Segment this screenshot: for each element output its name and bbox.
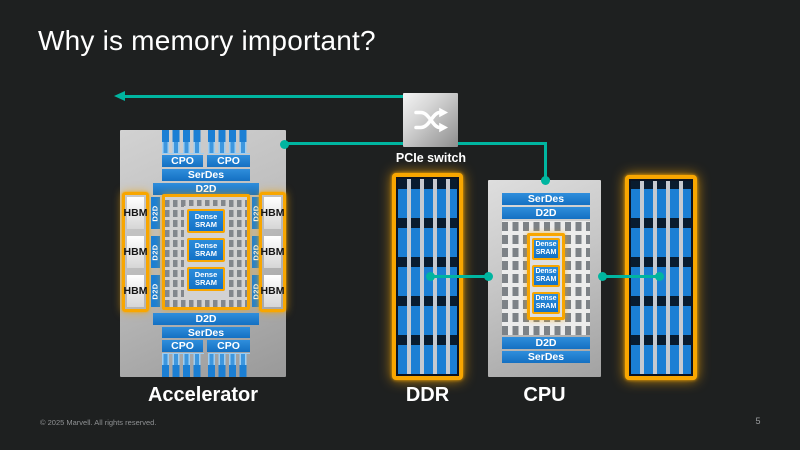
link-dot (655, 272, 664, 281)
optical-fibers-bottom-right (208, 353, 250, 377)
dense-sram-block: Dense SRAM (187, 267, 225, 291)
d2d-strip: D2D (151, 197, 160, 229)
link-dot (426, 272, 435, 281)
d2d-strip: D2D (252, 236, 261, 268)
shuffle-icon (413, 107, 448, 133)
dense-sram-block: Dense SRAM (532, 238, 560, 260)
pcie-switch-label: PCIe switch (395, 151, 467, 165)
link-ddr-cpu (430, 275, 489, 278)
dense-sram-block: Dense SRAM (532, 265, 560, 287)
cpo-block: CPO (207, 155, 250, 167)
arrow-left-icon (114, 91, 125, 101)
dense-sram-block: Dense SRAM (187, 209, 225, 233)
dense-sram-block: Dense SRAM (532, 292, 560, 314)
fiber-connectors (162, 142, 204, 154)
link-dot (484, 272, 493, 281)
optical-fibers-top-left (162, 130, 204, 154)
link-switch-cpu (544, 142, 547, 181)
ddr-label: DDR (405, 384, 450, 406)
hbm-chip: HBM (261, 275, 284, 307)
cpo-block: CPO (162, 340, 203, 352)
serdes-block: SerDes (502, 351, 590, 363)
d2d-block: D2D (153, 313, 259, 325)
link-cpu-ddr (601, 275, 660, 278)
serdes-block: SerDes (162, 327, 250, 339)
cpo-block: CPO (162, 155, 203, 167)
serdes-block: SerDes (162, 169, 250, 181)
link-switch-out (124, 94, 403, 98)
cpu-label: CPU (523, 384, 566, 406)
optical-fibers-bottom-left (162, 353, 204, 377)
d2d-block: D2D (153, 183, 259, 195)
link-dot (598, 272, 607, 281)
link-dot (541, 176, 550, 185)
page-number: 5 (755, 416, 761, 426)
fiber-connectors (208, 353, 250, 365)
fiber-connectors (208, 142, 250, 154)
accelerator-label: Accelerator (147, 384, 259, 406)
link-dot (279, 139, 289, 149)
hbm-chip: HBM (124, 197, 147, 229)
hbm-chip: HBM (261, 236, 284, 268)
d2d-strip: D2D (252, 275, 261, 307)
d2d-strip: D2D (151, 236, 160, 268)
serdes-block: SerDes (502, 193, 590, 205)
copyright-text: © 2025 Marvell. All rights reserved. (40, 418, 157, 427)
optical-fibers-top-right (208, 130, 250, 154)
hbm-chip: HBM (124, 275, 147, 307)
hbm-stack-right: HBM HBM HBM (259, 192, 286, 312)
pcie-switch-box (403, 93, 458, 147)
fiber-connectors (162, 353, 204, 365)
dense-sram-block: Dense SRAM (187, 238, 225, 262)
d2d-block: D2D (502, 337, 590, 349)
d2d-strip: D2D (252, 197, 261, 229)
d2d-strip: D2D (151, 275, 160, 307)
hbm-chip: HBM (124, 236, 147, 268)
d2d-block: D2D (502, 207, 590, 219)
page-title: Why is memory important? (38, 25, 376, 56)
hbm-chip: HBM (261, 197, 284, 229)
cpo-block: CPO (207, 340, 250, 352)
hbm-stack-left: HBM HBM HBM (122, 192, 149, 312)
